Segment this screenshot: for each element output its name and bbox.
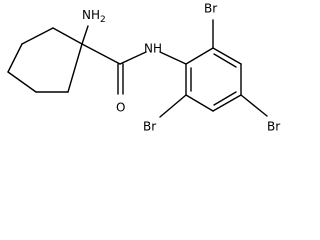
c-br-bond bbox=[159, 94, 187, 118]
ring-bond bbox=[52, 27, 83, 45]
br-top-label: Br bbox=[204, 2, 217, 16]
ring-bond bbox=[212, 94, 242, 112]
aromatic-double-bond bbox=[213, 91, 237, 106]
aromatic-double-bond bbox=[213, 53, 237, 68]
n-aryl-bond bbox=[159, 51, 187, 65]
benzene-ring bbox=[185, 47, 242, 112]
amide-nh-label: NH bbox=[144, 42, 162, 56]
amide-c-n-bond bbox=[119, 51, 147, 65]
ring-bond bbox=[67, 43, 83, 93]
chemical-structure: NH2 NH O Br Br Br bbox=[7, 2, 280, 134]
br-right-label: Br bbox=[267, 120, 280, 134]
ring-bond bbox=[212, 47, 242, 65]
ring-bond bbox=[185, 94, 214, 112]
cyclohexane-ring bbox=[7, 27, 83, 93]
ring-bond bbox=[7, 43, 23, 73]
ring-bond bbox=[185, 47, 214, 65]
ring-bond bbox=[21, 27, 54, 45]
amine-label: NH2 bbox=[82, 8, 106, 25]
carbonyl-o-label: O bbox=[116, 101, 125, 115]
c-br-bond bbox=[240, 94, 268, 117]
amine-subscript: 2 bbox=[100, 15, 106, 25]
ring-bond bbox=[7, 71, 37, 93]
br-left-label: Br bbox=[143, 120, 156, 134]
c-nh2-bond bbox=[81, 25, 89, 45]
c-carbonyl-bond bbox=[81, 43, 121, 65]
